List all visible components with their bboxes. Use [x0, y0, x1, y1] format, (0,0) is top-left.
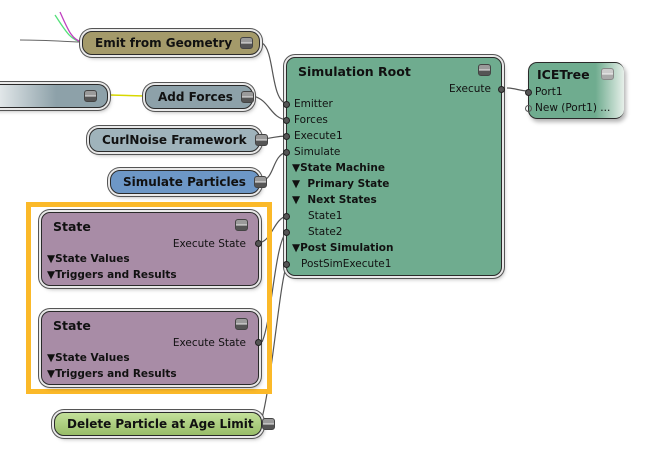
postsimexecute1-label: PostSimExecute1: [301, 258, 392, 270]
state-machine-group[interactable]: ▼State Machine: [292, 162, 385, 174]
node-menu-icon[interactable]: [478, 64, 491, 76]
execute1-label: Execute1: [294, 130, 343, 142]
state2-port[interactable]: [283, 229, 290, 236]
state-node-1[interactable]: State Execute State ▼State Values ▼Trigg…: [41, 212, 262, 286]
node-title: e: [0, 89, 76, 103]
triggers-results-group[interactable]: ▼Triggers and Results: [47, 269, 177, 281]
node-menu-icon[interactable]: [84, 90, 97, 102]
state2-label: State2: [308, 226, 343, 238]
node-menu-icon[interactable]: [601, 68, 614, 80]
state-node-2[interactable]: State Execute State ▼State Values ▼Trigg…: [41, 311, 262, 385]
simulate-port[interactable]: [283, 149, 290, 156]
port1-port[interactable]: [525, 89, 532, 96]
node-title: Simulate Particles: [123, 175, 246, 189]
new-port-label: New (Port1) ...: [535, 102, 611, 114]
wire-faded-to-addforces: [109, 94, 146, 97]
curlnoise-framework-node[interactable]: CurlNoise Framework: [89, 128, 268, 152]
node-title: ICETree: [537, 67, 590, 82]
simulation-root-node[interactable]: Simulation Root Execute Emitter Forces E…: [283, 57, 505, 276]
execute-output-port[interactable]: [498, 86, 505, 93]
faded-node[interactable]: e: [0, 84, 108, 108]
forces-port[interactable]: [283, 117, 290, 124]
execute-state-port[interactable]: [255, 240, 262, 247]
node-menu-icon[interactable]: [240, 91, 254, 103]
node-menu-icon[interactable]: [254, 134, 268, 146]
execute-state-label: Execute State: [172, 238, 246, 250]
emit-from-geometry-node[interactable]: Emit from Geometry: [82, 31, 260, 55]
node-menu-icon[interactable]: [240, 37, 254, 49]
postsimexecute1-port[interactable]: [283, 261, 290, 268]
simulate-particles-node[interactable]: Simulate Particles: [110, 170, 267, 194]
emitter-label: Emitter: [294, 98, 333, 110]
post-simulation-group[interactable]: ▼Post Simulation: [292, 242, 394, 254]
primary-state-group[interactable]: ▼ Primary State: [292, 178, 390, 190]
node-menu-icon[interactable]: [261, 418, 275, 430]
node-menu-icon[interactable]: [235, 219, 248, 231]
wire-forces: [252, 95, 288, 121]
icetree-node[interactable]: ICETree Port1 New (Port1) ...: [525, 62, 624, 119]
node-title: Simulation Root: [298, 64, 411, 79]
state-values-group[interactable]: ▼State Values: [47, 253, 130, 265]
state-values-group[interactable]: ▼State Values: [47, 352, 130, 364]
emitter-port[interactable]: [283, 101, 290, 108]
selection-highlight: [26, 202, 272, 394]
add-forces-node[interactable]: Add Forces: [145, 85, 254, 109]
node-title: State: [53, 318, 91, 333]
node-title: Add Forces: [158, 90, 233, 104]
node-title: State: [53, 219, 91, 234]
execute1-port[interactable]: [283, 133, 290, 140]
execute-state-port[interactable]: [255, 339, 262, 346]
execute-state-label: Execute State: [172, 337, 246, 349]
state1-port[interactable]: [283, 213, 290, 220]
delete-particle-node[interactable]: Delete Particle at Age Limit: [54, 412, 275, 436]
triggers-results-group[interactable]: ▼Triggers and Results: [47, 368, 177, 380]
execute-output-label: Execute: [449, 83, 491, 95]
simulate-label: Simulate: [294, 146, 341, 158]
wire-incoming-magenta: [59, 11, 83, 43]
forces-label: Forces: [294, 114, 328, 126]
node-title: Delete Particle at Age Limit: [67, 417, 254, 431]
next-states-group[interactable]: ▼ Next States: [292, 194, 377, 206]
port1-label: Port1: [535, 86, 563, 98]
state1-label: State1: [308, 210, 343, 222]
wire-incoming-green: [54, 14, 83, 43]
node-title: CurlNoise Framework: [102, 133, 247, 147]
node-title: Emit from Geometry: [95, 36, 233, 50]
node-menu-icon[interactable]: [235, 318, 248, 330]
new-port-port[interactable]: [525, 105, 532, 112]
wire-incoming-gray: [19, 39, 83, 43]
wire-emitter: [261, 42, 288, 105]
node-menu-icon[interactable]: [253, 176, 267, 188]
